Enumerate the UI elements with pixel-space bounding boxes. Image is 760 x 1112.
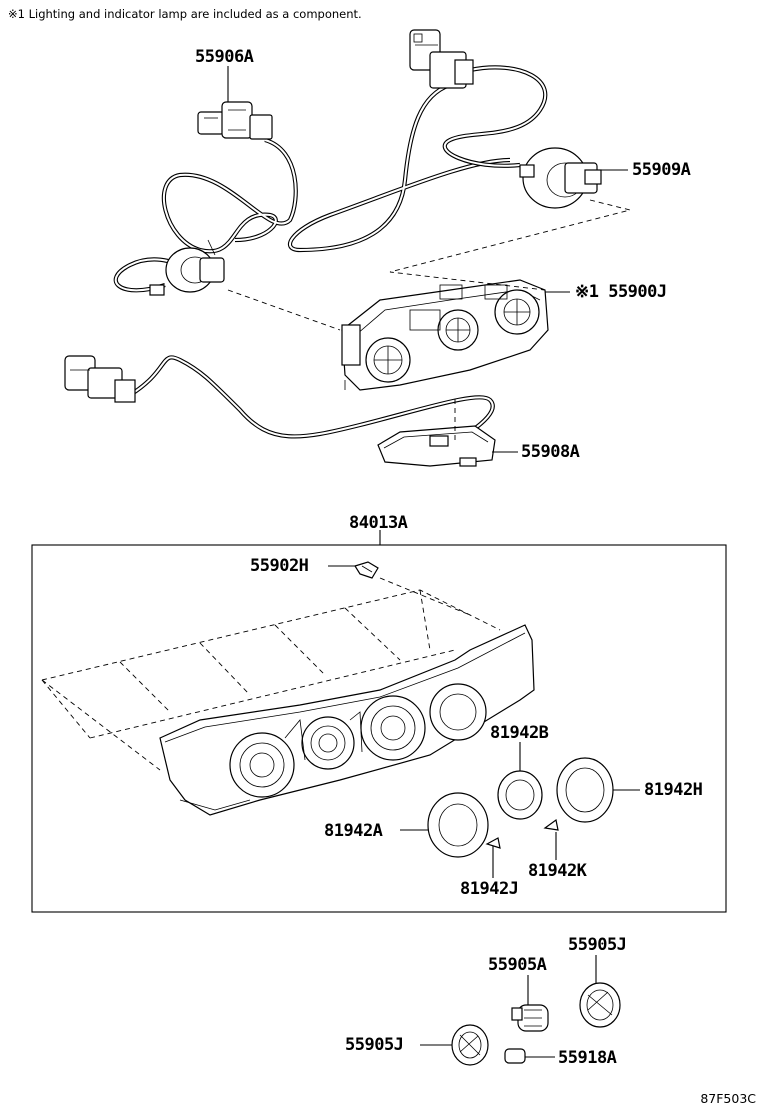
label-81942k: 81942K	[528, 861, 587, 881]
bezel-frame	[31, 544, 727, 913]
label-81942h: 81942H	[644, 780, 703, 800]
knob-55905j-right	[579, 982, 621, 1028]
connector-55906a	[197, 101, 273, 140]
knob-55905j-left	[451, 1024, 489, 1066]
label-55905a: 55905A	[488, 955, 547, 975]
socket-left	[149, 239, 225, 296]
cable-lower	[128, 355, 495, 439]
label-81942j: 81942J	[460, 879, 519, 899]
connector-lower-left	[64, 355, 136, 403]
label-55900j: ※1 55900J	[575, 282, 667, 302]
diagram-code: 87F503C	[700, 1091, 756, 1106]
label-55908a: 55908A	[521, 442, 580, 462]
knob-55905a	[511, 1004, 549, 1032]
ring-81942h	[556, 757, 614, 823]
label-55906a: 55906A	[195, 47, 254, 67]
bezel-84013a	[159, 624, 535, 816]
label-55905j-left: 55905J	[345, 1035, 404, 1055]
label-81942a: 81942A	[324, 821, 383, 841]
label-55902h: 55902H	[250, 556, 309, 576]
cap-55918a	[504, 1048, 526, 1064]
cable-55909a	[288, 65, 548, 253]
socket-55909a	[519, 147, 602, 209]
ring-81942b	[497, 770, 543, 820]
tab-81942k	[543, 818, 559, 831]
label-84013a: 84013A	[349, 513, 408, 533]
label-55909a: 55909A	[632, 160, 691, 180]
connector-top	[409, 29, 474, 89]
bezel-dashed-guides	[41, 577, 501, 771]
panel-55908a	[377, 425, 496, 467]
footnote: ※1 Lighting and indicator lamp are inclu…	[8, 7, 362, 21]
label-55918a: 55918A	[558, 1048, 617, 1068]
control-unit-55900j	[341, 279, 549, 391]
label-55905j-top: 55905J	[568, 935, 627, 955]
label-81942b: 81942B	[490, 723, 549, 743]
ring-81942a	[427, 792, 489, 858]
clip-55902h	[354, 561, 379, 579]
